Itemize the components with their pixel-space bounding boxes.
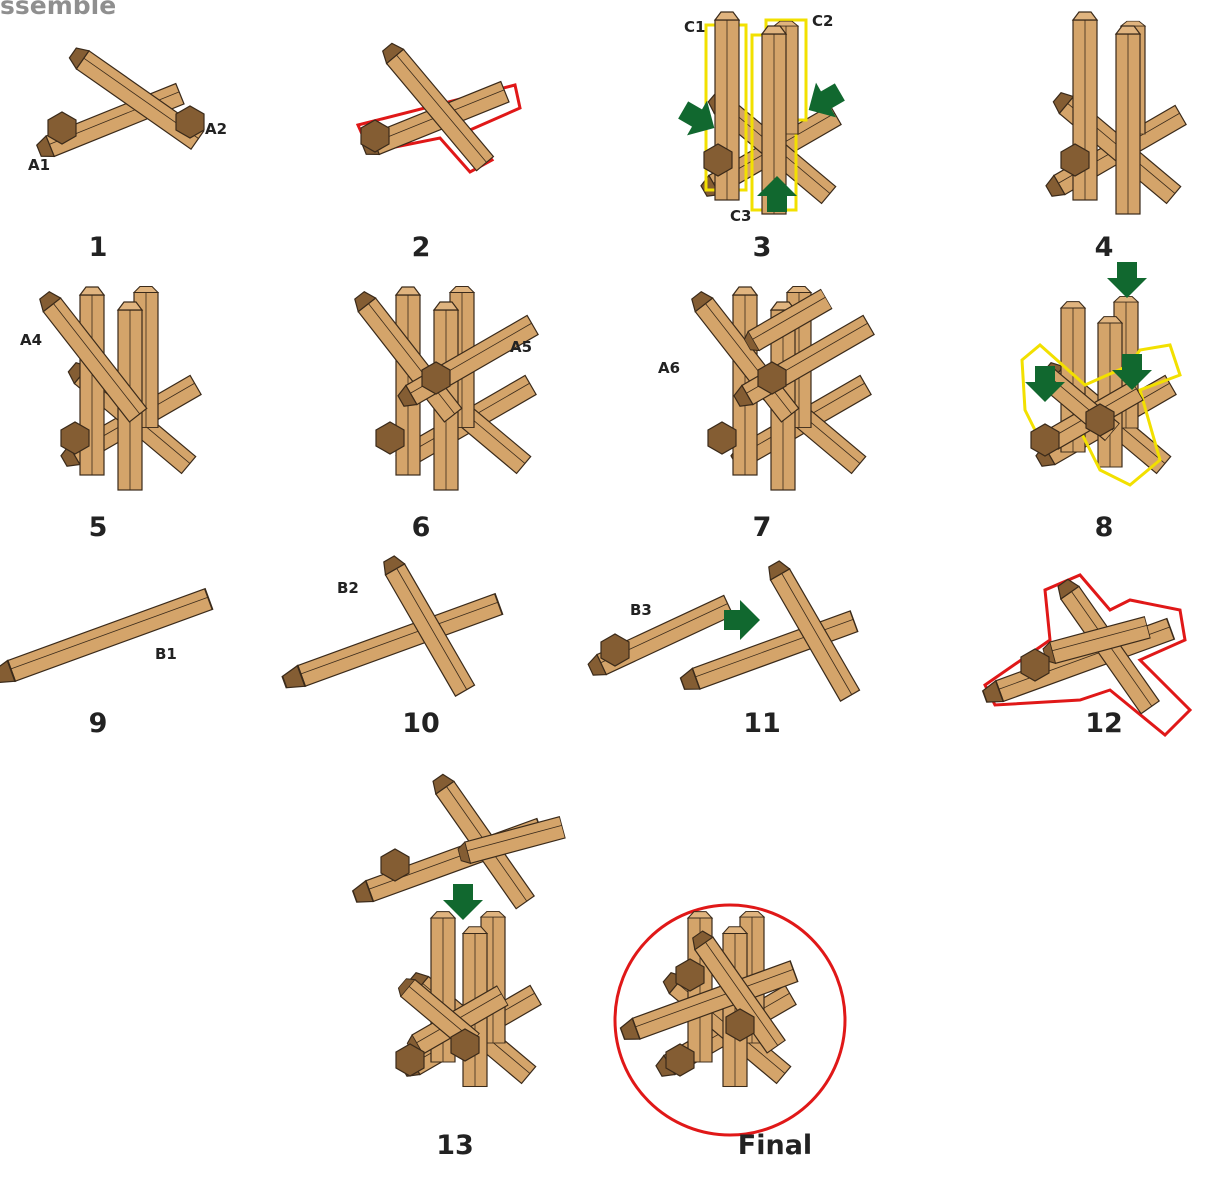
part-label-c2: C2 [812, 12, 833, 30]
step-10-illustration [281, 553, 503, 696]
step-13-illustration [351, 772, 565, 1087]
part-label-c3: C3 [730, 207, 751, 225]
step-label: 7 [662, 512, 862, 543]
step-label: 13 [355, 1130, 555, 1161]
step-2-illustration [358, 40, 520, 172]
step-label: 5 [0, 512, 198, 543]
step-label: 6 [321, 512, 521, 543]
part-label-a2: A2 [205, 120, 227, 138]
step-label: 2 [321, 232, 521, 263]
part-label-b1: B1 [155, 645, 177, 663]
step-label: 9 [0, 708, 198, 739]
part-label-a4: A4 [20, 331, 42, 349]
step-5-illustration [36, 287, 201, 491]
step-11-illustration [586, 558, 859, 701]
step-label: 1 [0, 232, 198, 263]
step-8-illustration [1022, 262, 1180, 485]
step-label: 11 [662, 708, 862, 739]
step-1-illustration [35, 44, 204, 161]
step-label: 12 [1004, 708, 1204, 739]
step-4-illustration [1043, 12, 1186, 214]
part-label-c1: C1 [684, 18, 705, 36]
part-label-a5: A5 [510, 338, 532, 356]
step-9-illustration [0, 589, 212, 688]
step-6-illustration [351, 287, 538, 491]
part-label-a1: A1 [28, 156, 50, 174]
step-label: 10 [321, 708, 521, 739]
final-illustration [615, 905, 845, 1135]
step-label: 8 [1004, 512, 1204, 543]
part-label-b2: B2 [337, 579, 359, 597]
step-label: 3 [662, 232, 862, 263]
part-label-a6: A6 [658, 359, 680, 377]
step-3-illustration [673, 12, 850, 214]
step-label: Final [675, 1130, 875, 1161]
step-label: 4 [1004, 232, 1204, 263]
part-label-b3: B3 [630, 601, 652, 619]
step-7-illustration [688, 287, 874, 491]
